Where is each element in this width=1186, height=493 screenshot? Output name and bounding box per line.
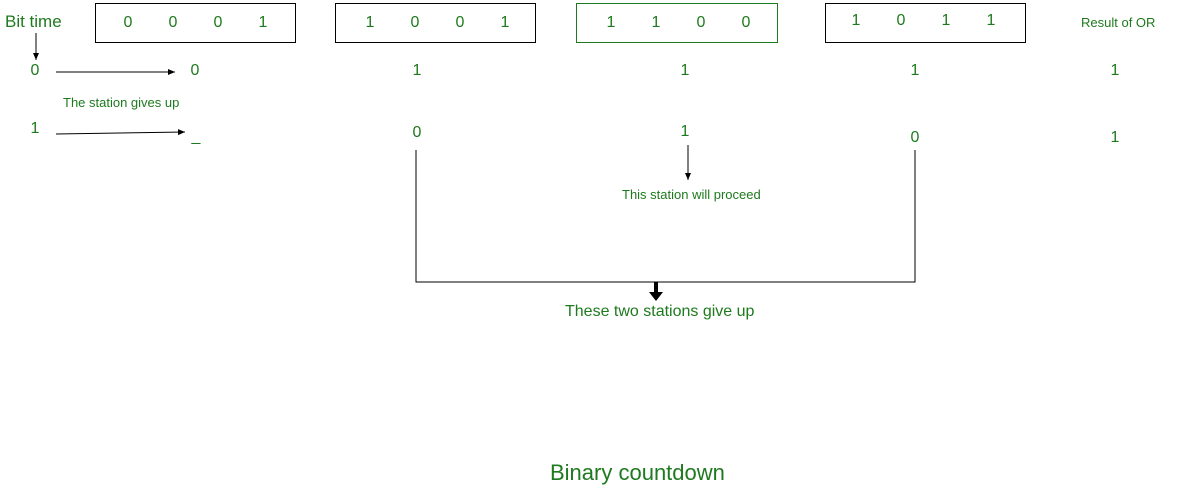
diagram-caption: Binary countdown: [550, 460, 725, 485]
station-4-box: 1 0 1 1: [825, 3, 1026, 43]
station-4-bit-3: 1: [941, 12, 951, 29]
row2-station-4: 0: [910, 129, 920, 146]
station-1-bit-1: 0: [123, 14, 133, 31]
station-1-bit-4: 1: [258, 14, 268, 31]
station-3-bit-4: 0: [741, 14, 751, 31]
station-3-bit-2: 1: [651, 14, 661, 31]
station-2-box: 1 0 0 1: [335, 3, 536, 43]
bracket-arrow-head: [649, 292, 663, 301]
two-stations-give-up-label: These two stations give up: [565, 303, 755, 320]
row1-or-result: 1: [1110, 62, 1120, 79]
station-3-box: 1 1 0 0: [576, 3, 778, 43]
station-1-box: 0 0 0 1: [95, 3, 296, 43]
result-of-or-label: Result of OR: [1081, 15, 1156, 30]
station-2-bit-2: 0: [410, 14, 420, 31]
give-up-bracket: [415, 150, 916, 283]
station-2-bit-4: 1: [500, 14, 510, 31]
row2-or-result: 1: [1110, 129, 1120, 146]
station-1-bit-2: 0: [168, 14, 178, 31]
row2-station-3: 1: [680, 123, 690, 140]
row1-station-3: 1: [680, 62, 690, 79]
station-4-bit-1: 1: [851, 12, 861, 29]
bit-time-value-2: 1: [30, 120, 40, 137]
station-4-bit-2: 0: [896, 12, 906, 29]
row2-station-1: _: [191, 128, 201, 145]
station-will-proceed-label: This station will proceed: [622, 187, 761, 202]
row2-arrow: [55, 129, 186, 136]
station-2-bit-3: 0: [455, 14, 465, 31]
row1-station-1: 0: [190, 62, 200, 79]
bit-time-label: Bit time: [5, 12, 62, 31]
row2-station-2: 0: [412, 124, 422, 141]
station-1-bit-3: 0: [213, 14, 223, 31]
station-gives-up-label: The station gives up: [63, 95, 180, 110]
station-3-bit-1: 1: [606, 14, 616, 31]
row1-station-2: 1: [412, 62, 422, 79]
bit-time-value-1: 0: [30, 62, 40, 79]
station-4-bit-4: 1: [986, 12, 996, 29]
station-2-bit-1: 1: [365, 14, 375, 31]
row1-station-4: 1: [910, 62, 920, 79]
station-3-bit-3: 0: [696, 14, 706, 31]
